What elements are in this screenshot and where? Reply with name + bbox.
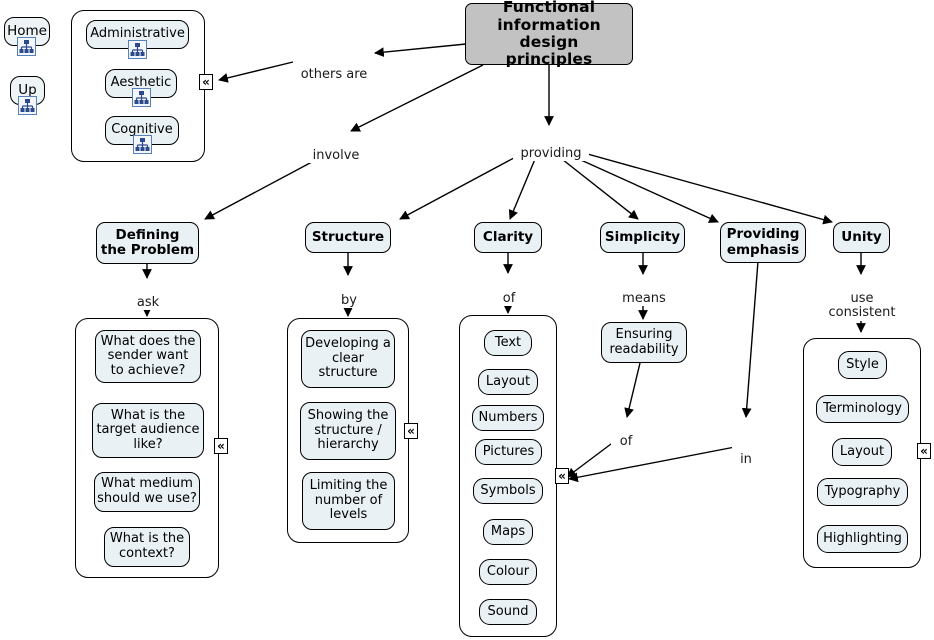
node-pictures[interactable]: Pictures (475, 439, 542, 465)
node-style[interactable]: Style (838, 351, 887, 379)
node-label: Numbers (478, 409, 538, 425)
edge-label-text: ask (136, 294, 160, 310)
collapse-marker-defining[interactable]: « (214, 438, 228, 454)
edge-label-of-clarity[interactable]: of (490, 277, 528, 307)
node-numbers[interactable]: Numbers (472, 405, 544, 431)
node-label: Text (494, 334, 522, 350)
edge-label-text: providing (520, 145, 582, 161)
chevron-left-icon: « (407, 424, 415, 438)
node-label: Simplicity (604, 228, 681, 245)
collapse-marker-unity[interactable]: « (917, 443, 931, 459)
node-label: Administrative (90, 26, 185, 42)
chevron-left-icon: « (202, 75, 210, 89)
node-label: What is the context? (109, 531, 185, 561)
node-context[interactable]: What is the context? (104, 527, 190, 567)
node-label: What medium should we use? (97, 476, 197, 506)
node-label: Showing the structure / hierarchy (307, 408, 389, 453)
edge-label-means[interactable]: means (617, 277, 671, 307)
node-label: Clarity (482, 228, 534, 245)
cmap-tree-icon (17, 37, 36, 56)
node-label: Unity (841, 228, 882, 245)
node-layout-unity[interactable]: Layout (832, 438, 892, 466)
edge-label-text: of (619, 433, 633, 449)
up-button[interactable]: Up (10, 76, 45, 105)
up-button-label: Up (18, 81, 37, 98)
node-text[interactable]: Text (484, 330, 532, 356)
node-label: Highlighting (823, 530, 902, 546)
edge-label-text: of (502, 290, 516, 306)
node-label: Typography (824, 483, 901, 499)
node-sound[interactable]: Sound (479, 599, 537, 625)
node-label: Providing emphasis (726, 226, 800, 258)
node-layout-clarity[interactable]: Layout (478, 369, 538, 395)
node-label: Terminology (823, 400, 902, 416)
cmap-tree-icon (132, 88, 151, 107)
chevron-left-icon: « (920, 444, 928, 458)
node-medium[interactable]: What medium should we use? (94, 472, 200, 512)
node-label: Sound (487, 603, 529, 619)
edge-label-others-are[interactable]: others are (295, 53, 373, 83)
edge-label-text: by (341, 292, 357, 308)
edge-label-text: others are (300, 66, 368, 82)
edge-label-in-emphasis[interactable]: in (732, 438, 760, 468)
node-terminology[interactable]: Terminology (816, 395, 909, 423)
node-highlighting[interactable]: Highlighting (817, 525, 908, 553)
root-node[interactable]: Functional information design principles (465, 0, 633, 68)
node-structure[interactable]: Structure (305, 222, 391, 253)
home-button-label: Home (7, 22, 47, 39)
cmap-tree-icon (18, 96, 37, 115)
node-label: Limiting the number of levels (309, 478, 388, 523)
node-label: Developing a clear structure (305, 336, 391, 381)
home-button[interactable]: Home (4, 17, 50, 46)
node-label: Pictures (482, 443, 535, 459)
chevron-left-icon: « (558, 469, 566, 483)
node-unity[interactable]: Unity (833, 222, 890, 253)
edge-label-by[interactable]: by (330, 279, 368, 309)
node-providing-emphasis[interactable]: Providing emphasis (720, 222, 806, 263)
collapse-marker-structure[interactable]: « (404, 423, 418, 439)
node-label: What is the target audience like? (96, 407, 200, 452)
node-label: Defining the Problem (100, 226, 195, 258)
node-label: Cognitive (111, 122, 173, 138)
node-defining-the-problem[interactable]: Defining the Problem (96, 222, 199, 264)
edge-label-use-consistent[interactable]: use consistent (824, 277, 900, 322)
node-label: Aesthetic (110, 75, 172, 91)
node-label: Ensuring readability (609, 326, 679, 357)
root-node-label: Functional information design principles (497, 0, 601, 69)
edge-label-involve[interactable]: involve (305, 134, 367, 164)
node-showing-structure-hierarchy[interactable]: Showing the structure / hierarchy (300, 402, 396, 460)
node-label: Structure (311, 228, 385, 245)
collapse-marker-others-are[interactable]: « (199, 74, 213, 90)
clarity-group (459, 315, 557, 637)
node-label: Symbols (480, 482, 536, 498)
node-simplicity[interactable]: Simplicity (600, 222, 685, 253)
edge-label-text: in (740, 451, 752, 467)
edge-label-of-readability[interactable]: of (611, 420, 641, 450)
node-maps[interactable]: Maps (483, 519, 533, 545)
node-target-audience[interactable]: What is the target audience like? (92, 403, 204, 458)
node-label: Layout (839, 443, 885, 459)
node-limiting-levels[interactable]: Limiting the number of levels (302, 472, 395, 530)
node-ensuring-readability[interactable]: Ensuring readability (601, 322, 687, 363)
node-clarity[interactable]: Clarity (474, 222, 542, 253)
node-colour[interactable]: Colour (479, 559, 537, 585)
chevron-left-icon: « (217, 439, 225, 453)
cmap-tree-icon (133, 135, 152, 154)
node-label: Maps (490, 523, 526, 539)
node-label: Style (846, 356, 879, 372)
node-label: Layout (485, 373, 531, 389)
node-symbols[interactable]: Symbols (473, 478, 543, 504)
node-developing-clear-structure[interactable]: Developing a clear structure (301, 330, 395, 388)
node-typography[interactable]: Typography (817, 478, 908, 506)
edge-label-ask[interactable]: ask (127, 281, 169, 311)
edge-label-text: use consistent (828, 290, 896, 321)
cmap-tree-icon (128, 40, 147, 59)
edge-label-providing[interactable]: providing (513, 132, 589, 162)
edge-label-text: means (622, 290, 666, 306)
node-sender-want[interactable]: What does the sender want to achieve? (95, 330, 201, 383)
edge-label-text: involve (312, 147, 360, 163)
node-label: What does the sender want to achieve? (100, 333, 196, 378)
node-label: Colour (486, 563, 530, 579)
collapse-marker-clarity[interactable]: « (555, 468, 569, 484)
